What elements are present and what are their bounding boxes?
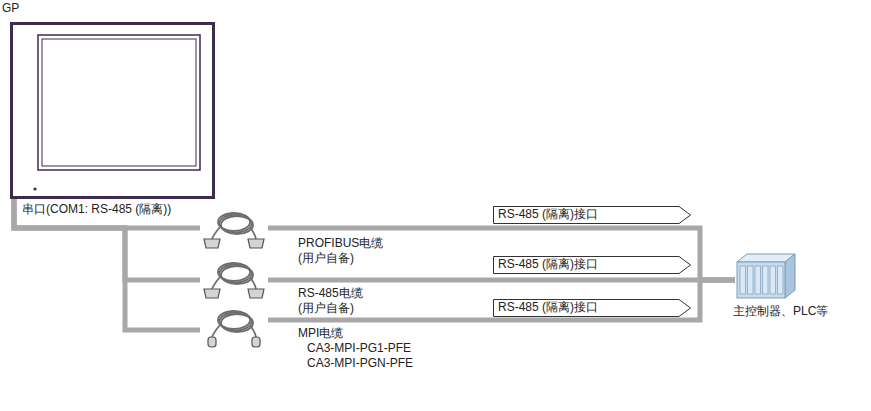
plc-drawing bbox=[735, 252, 797, 300]
cable-drawing bbox=[200, 306, 268, 348]
cable-coil bbox=[221, 216, 253, 234]
dsub-connector bbox=[248, 289, 264, 298]
plc-front bbox=[737, 262, 785, 298]
interface-tag: RS-485 (隔离)接口 bbox=[493, 256, 691, 274]
plc-module bbox=[748, 266, 754, 294]
cable-tail bbox=[212, 325, 256, 337]
device-label: 主控制器、PLC等 bbox=[733, 304, 828, 319]
cable-label: RS-485电缆 (用户自备) bbox=[298, 286, 398, 316]
dsub-connector bbox=[204, 239, 220, 248]
screen bbox=[42, 39, 196, 166]
gp-display: GP bbox=[10, 22, 215, 199]
arrow-tag bbox=[494, 257, 691, 274]
dsub-connector bbox=[204, 289, 220, 298]
power-led bbox=[33, 187, 36, 190]
cable-drawing bbox=[200, 258, 268, 300]
cable-coil bbox=[221, 314, 253, 332]
cable-icon: PROFIBUS电缆 (用户自备) bbox=[200, 208, 268, 250]
round-connector bbox=[252, 337, 260, 347]
plc-module bbox=[740, 266, 746, 294]
cable-icon: RS-485电缆 (用户自备) bbox=[200, 258, 268, 300]
cable-drawing bbox=[200, 208, 268, 250]
text-holder: RS-485 (隔离)接口 bbox=[498, 207, 598, 222]
text-holder: RS-485 (隔离)接口 bbox=[498, 257, 598, 272]
device-frame bbox=[12, 24, 214, 198]
cable-label: PROFIBUS电缆 (用户自备) bbox=[298, 236, 398, 266]
gp-outline bbox=[10, 22, 215, 199]
cable-tail bbox=[212, 227, 256, 239]
cable-icon: MPI电缆CA3-MPI-PG1-PFECA3-MPI-PGN-PFE bbox=[200, 306, 268, 348]
port-label: 串口(COM1: RS-485 (隔离)) bbox=[22, 202, 171, 217]
arrow-tag bbox=[494, 300, 691, 317]
text-holder: PROFIBUS电缆 (用户自备) bbox=[298, 236, 398, 266]
interface-label: RS-485 (隔离)接口 bbox=[498, 257, 598, 272]
text-holder: RS-485电缆 (用户自备) bbox=[298, 286, 398, 316]
part-number: CA3-MPI-PG1-PFE bbox=[307, 341, 413, 356]
cable-label: MPI电缆 bbox=[298, 326, 413, 341]
device-name: GP bbox=[2, 1, 19, 16]
part-number: CA3-MPI-PGN-PFE bbox=[307, 356, 413, 371]
round-connector bbox=[208, 337, 216, 347]
cable-line bbox=[14, 199, 200, 228]
arrow-tag bbox=[494, 207, 691, 224]
plc-module bbox=[763, 266, 769, 294]
dsub-connector bbox=[248, 239, 264, 248]
text-holder: MPI电缆CA3-MPI-PG1-PFECA3-MPI-PGN-PFE bbox=[298, 326, 413, 371]
text-holder: 主控制器、PLC等 bbox=[733, 304, 828, 319]
plc-module bbox=[770, 266, 776, 294]
text-holder: RS-485 (隔离)接口 bbox=[498, 300, 598, 315]
interface-tag: RS-485 (隔离)接口 bbox=[493, 206, 691, 224]
interface-tag: RS-485 (隔离)接口 bbox=[493, 299, 691, 317]
cable-coil bbox=[221, 266, 253, 284]
cable-line bbox=[14, 199, 200, 280]
screen-bezel bbox=[38, 35, 200, 170]
cable-line bbox=[268, 278, 735, 283]
interface-label: RS-485 (隔离)接口 bbox=[498, 300, 598, 315]
plc-module bbox=[755, 266, 761, 294]
plc-module bbox=[778, 266, 784, 294]
interface-label: RS-485 (隔离)接口 bbox=[498, 207, 598, 222]
text-holder: GP bbox=[2, 1, 19, 16]
cable-line bbox=[268, 228, 735, 280]
cable-line bbox=[14, 199, 200, 330]
plc-side bbox=[785, 254, 795, 298]
cable-tail bbox=[212, 277, 256, 289]
plc-unit: 主控制器、PLC等 bbox=[735, 252, 797, 300]
cable-line bbox=[268, 280, 735, 320]
